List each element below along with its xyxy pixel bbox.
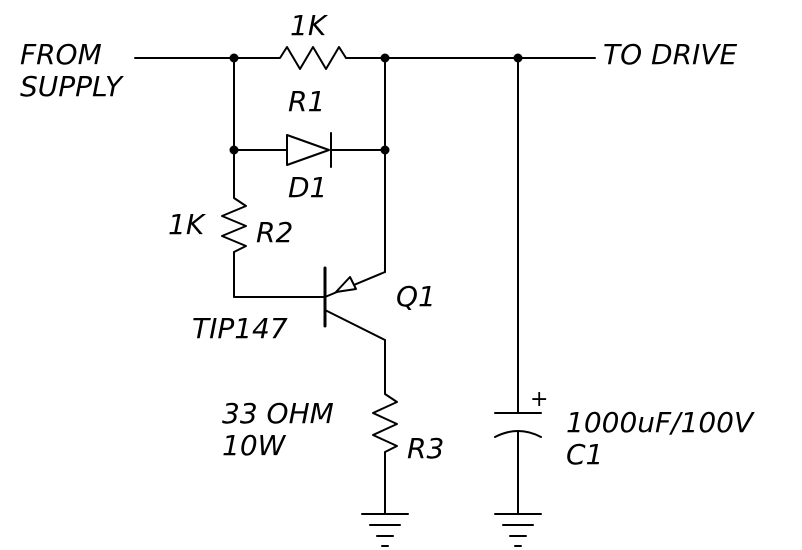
c1-value-label: 1000uF/100V — [566, 406, 755, 439]
junction-dot — [229, 145, 239, 155]
c1-polarity-label: + — [530, 387, 548, 412]
junction-dot — [513, 53, 523, 63]
r1-value-label: 1K — [290, 9, 329, 42]
d1-ref-label: D1 — [288, 171, 327, 204]
from-supply-label-line2: SUPPLY — [20, 70, 124, 103]
r1-resistor — [269, 46, 347, 70]
r3-ref-label: R3 — [407, 432, 444, 465]
r2-ref-label: R2 — [256, 216, 293, 249]
r3-resistor — [372, 387, 398, 457]
ground-symbol-r3 — [361, 513, 409, 547]
junction-dot — [229, 53, 239, 63]
ground-symbol-c1 — [494, 513, 542, 547]
q1-transistor — [323, 266, 386, 341]
q1-ref-label: Q1 — [396, 280, 436, 313]
r1-ref-label: R1 — [288, 85, 325, 118]
c1-ref-label: C1 — [566, 438, 603, 471]
left-vertical-wire — [233, 57, 326, 298]
r2-resistor — [221, 191, 247, 257]
r3-value-label-line1: 33 OHM — [222, 397, 334, 430]
junction-dot — [380, 145, 390, 155]
junction-dot — [380, 53, 390, 63]
r3-value-label-line2: 10W — [222, 429, 287, 462]
from-supply-label-line1: FROM — [20, 38, 102, 71]
d1-diode — [286, 132, 332, 168]
r2-value-label: 1K — [168, 208, 207, 241]
q1-part-label: TIP147 — [192, 312, 288, 345]
to-drive-label: TO DRIVE — [603, 38, 737, 71]
